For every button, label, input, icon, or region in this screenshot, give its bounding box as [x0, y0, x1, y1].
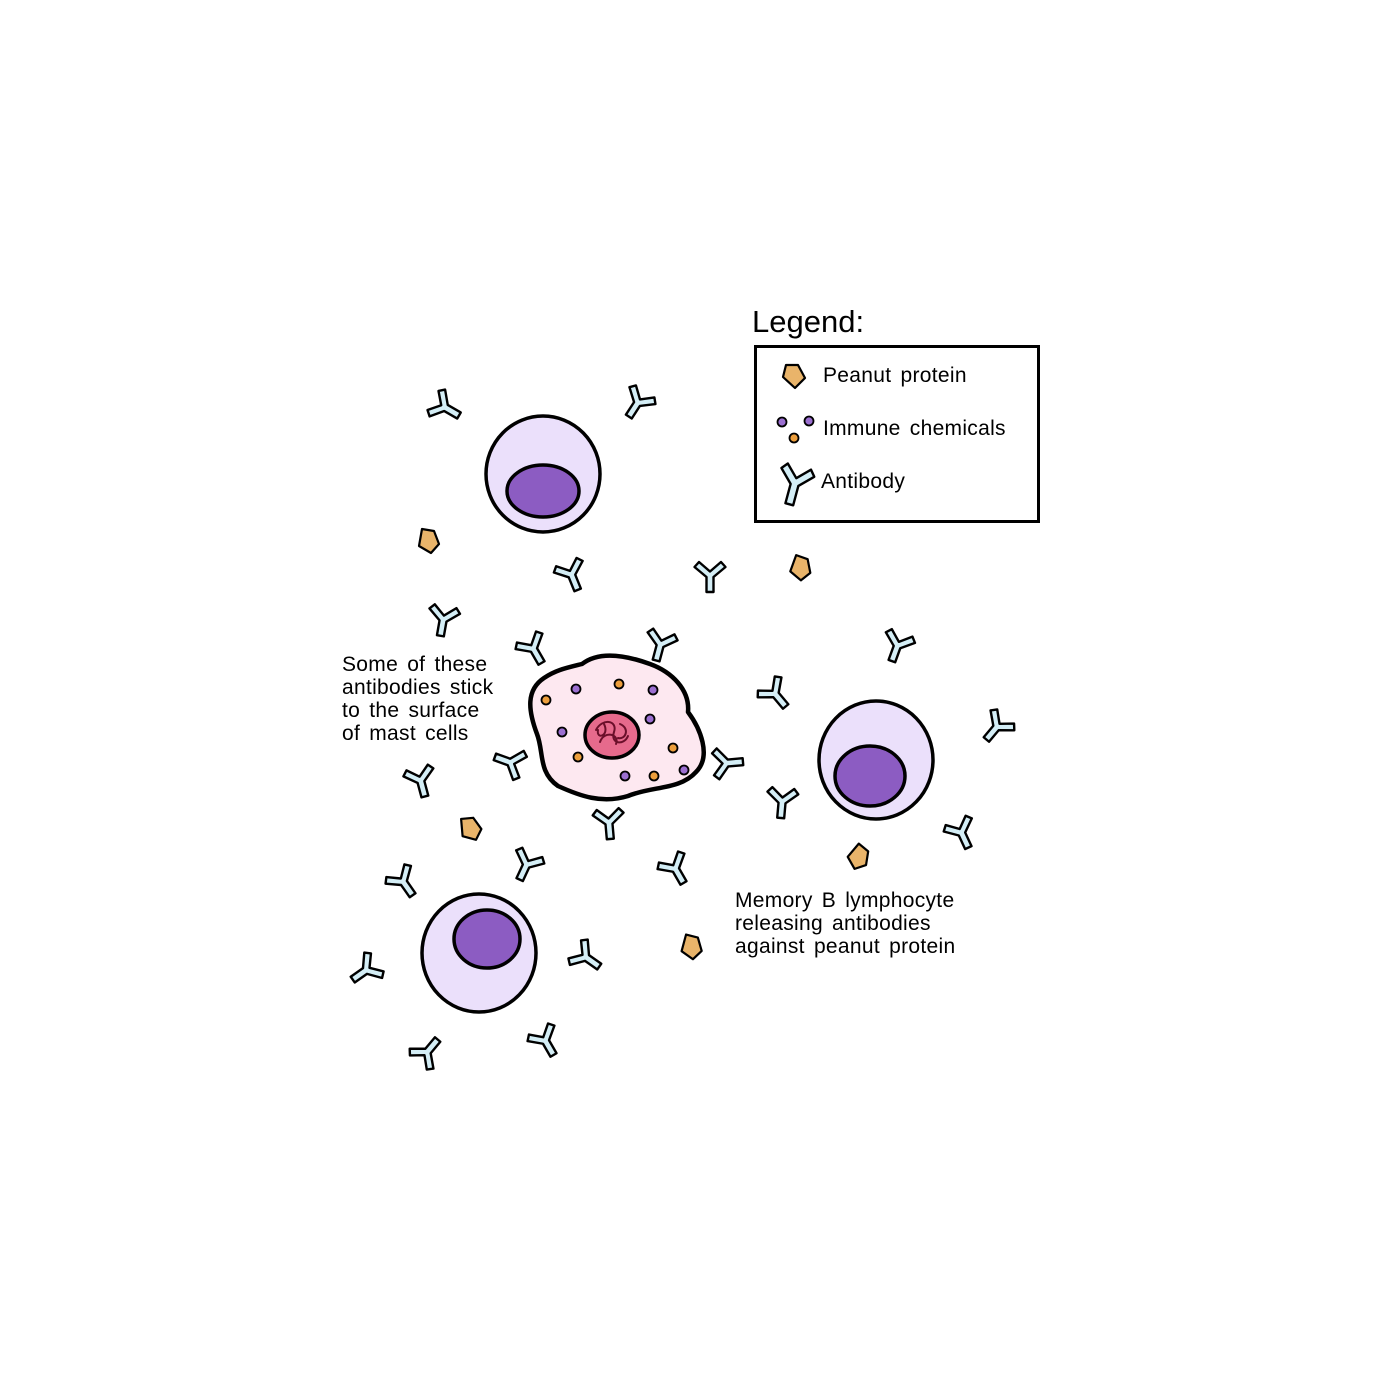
antibody	[381, 860, 427, 906]
mast-cell	[528, 653, 706, 802]
antibody	[753, 672, 799, 718]
mast-cell-nucleus	[583, 710, 641, 760]
antibody	[423, 602, 463, 640]
legend-label-antibody: Antibody	[821, 470, 906, 493]
legend-box: Peanut protein Immune chemicals Antibody	[754, 345, 1040, 523]
antibody	[342, 948, 388, 994]
antibody	[653, 848, 699, 892]
legend-label-immune-chemicals: Immune chemicals	[823, 417, 1006, 440]
antibody	[488, 741, 530, 783]
antibody	[400, 762, 442, 802]
peanut-protein	[843, 841, 875, 874]
antibody	[710, 745, 746, 781]
annotation-line: of mast cells	[342, 722, 469, 745]
peanut-protein	[417, 527, 441, 555]
lymphocyte-annotation: Memory B lymphocyte releasing antibodies…	[735, 889, 955, 958]
antibody	[504, 844, 548, 888]
antibody	[564, 935, 610, 981]
antibody	[940, 812, 984, 856]
antibody	[973, 705, 1019, 751]
antibody	[764, 785, 800, 821]
lymphocyte-top	[484, 414, 602, 534]
antibody	[424, 385, 468, 431]
annotation-line: antibodies stick	[342, 676, 494, 699]
lymphocyte-right	[817, 699, 935, 821]
antibody	[550, 555, 594, 597]
antibody	[523, 1020, 569, 1064]
mast-cell-annotation: Some of these antibodies stick to the su…	[342, 653, 493, 745]
mast-cell-granules	[540, 678, 690, 782]
antibody	[511, 628, 557, 672]
antibody-icon	[780, 462, 816, 507]
peanut-protein	[787, 553, 815, 583]
annotation-line: to the surface	[342, 699, 480, 722]
antibody	[614, 381, 660, 427]
annotation-line: against peanut protein	[735, 935, 956, 958]
legend-title: Legend:	[752, 304, 865, 339]
peanut-protein	[679, 933, 705, 962]
legend-label-peanut-protein: Peanut protein	[823, 364, 967, 387]
annotation-line: Memory B lymphocyte	[735, 889, 955, 912]
annotation-line: releasing antibodies	[735, 912, 931, 935]
antibody	[639, 626, 681, 666]
peanut-protein-icon	[781, 363, 807, 390]
annotation-line: Some of these	[342, 653, 488, 676]
antibody	[876, 626, 918, 668]
immune-chemicals-icon	[776, 415, 815, 444]
lymphocyte-bottom-left	[420, 892, 538, 1014]
antibody	[591, 806, 627, 842]
antibody	[693, 560, 727, 594]
peanut-protein	[457, 813, 485, 845]
antibody	[405, 1028, 451, 1074]
